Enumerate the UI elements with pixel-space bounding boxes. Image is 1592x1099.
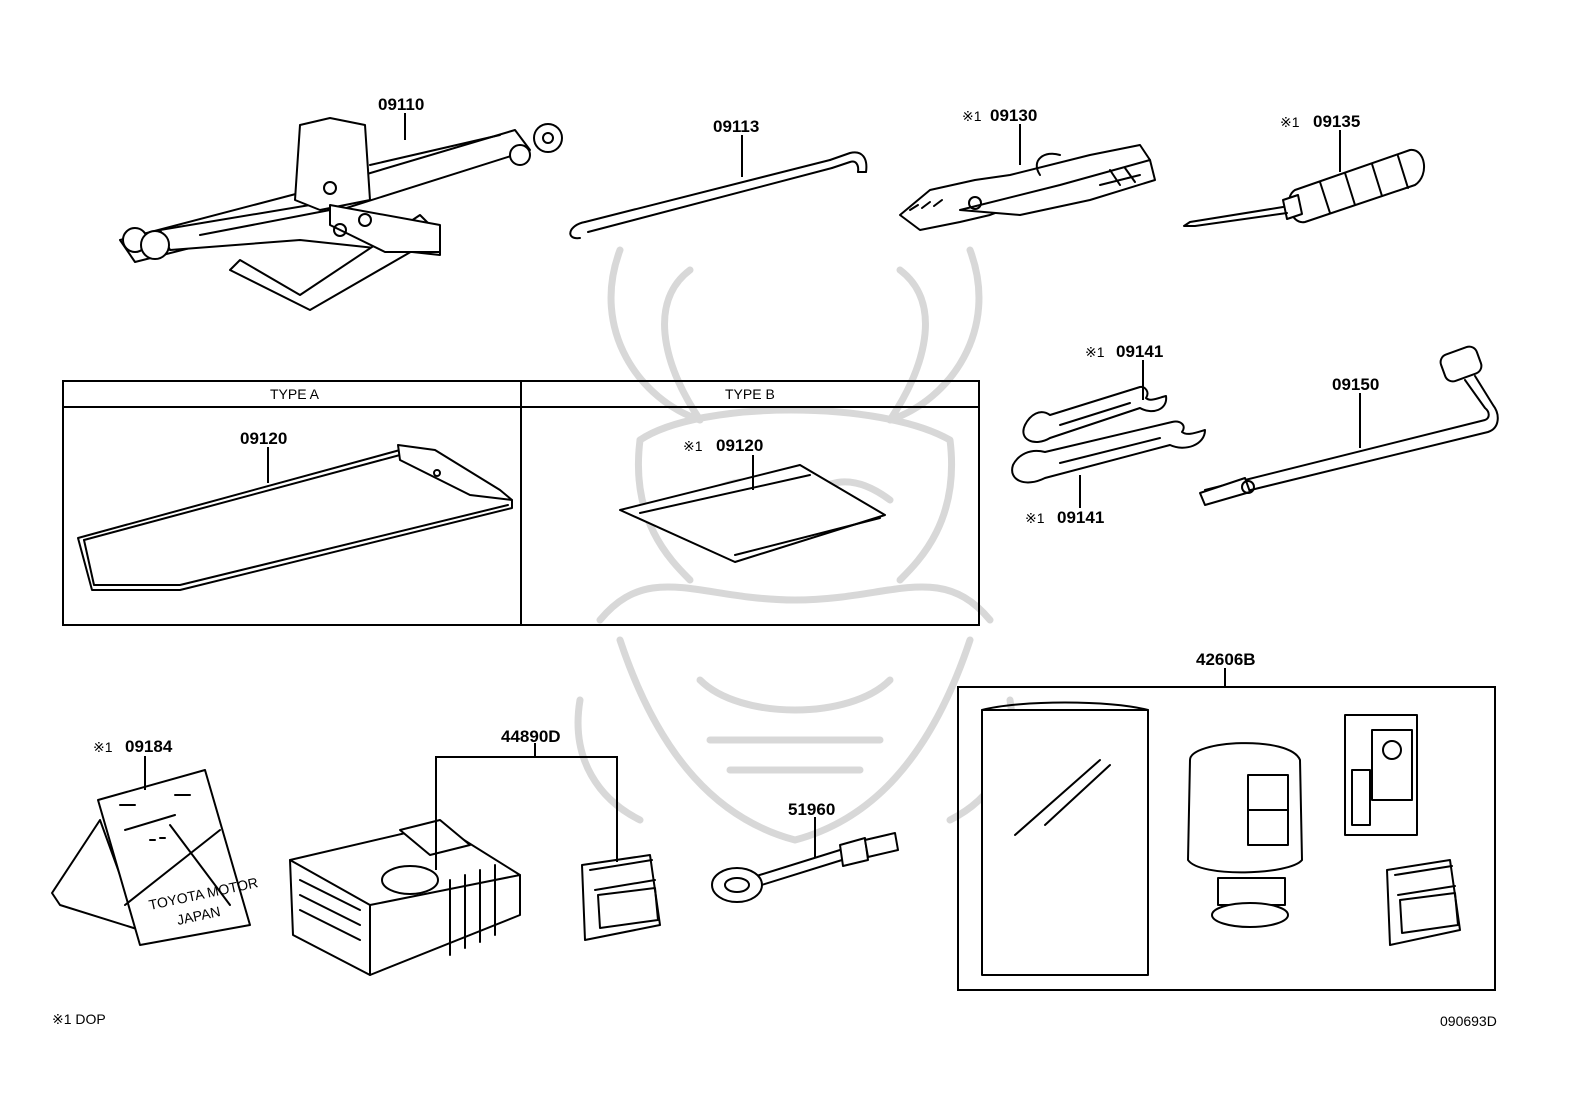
watermark-mask	[574, 246, 1016, 844]
sealant-bag	[981, 701, 1149, 976]
repair-kit-part-number: 42606B	[1196, 650, 1256, 669]
wrench-pair-illustration	[1011, 385, 1206, 484]
bag-type-table	[62, 380, 980, 626]
tool-bag-type-b	[619, 464, 886, 563]
lug-wrench-illustration	[1199, 345, 1499, 506]
wrench-bottom-dop-mark: ※1	[1025, 510, 1045, 526]
type-b-header: TYPE B	[725, 386, 775, 402]
pliers-dop-mark: ※1	[962, 108, 982, 124]
repair-kit-box	[957, 686, 1496, 991]
pliers-illustration	[899, 144, 1156, 231]
hook-illustration	[569, 151, 868, 240]
screwdriver-dop-mark: ※1	[1280, 114, 1300, 130]
compressor-kit-part-number: 44890D	[501, 727, 561, 746]
type-a-header: TYPE A	[270, 386, 320, 402]
manual-booklet-2	[1386, 859, 1461, 946]
jack-illustration	[119, 117, 563, 311]
eye-tool-illustration	[711, 832, 899, 903]
warning-plate-illustration	[51, 769, 251, 946]
wrench-top-part-number: 09141	[1116, 342, 1163, 361]
pliers-part-number: 09130	[990, 106, 1037, 125]
triangle-dop-mark: ※1	[93, 739, 113, 755]
wrench-top-dop-mark: ※1	[1085, 344, 1105, 360]
compressor-leader	[435, 756, 618, 870]
hook-part-number: 09113	[713, 117, 759, 136]
triangle-part-number: 09184	[125, 737, 173, 756]
bag-a-part-number: 09120	[240, 429, 287, 448]
jack-part-number: 09110	[378, 95, 424, 114]
diagram-code: 090693D	[1440, 1013, 1497, 1029]
dop-footnote: ※1 DOP	[52, 1011, 106, 1027]
bag-b-part-number: 09120	[716, 436, 763, 455]
wrench-bottom-part-number: 09141	[1057, 508, 1104, 527]
manual-booklet-1	[581, 854, 661, 941]
valve-core-card	[1344, 714, 1418, 836]
compressor-illustration	[289, 819, 521, 976]
tool-bag-type-a	[77, 444, 513, 591]
eye-tool-part-number: 51960	[788, 800, 835, 819]
lug-wrench-part-number: 09150	[1332, 375, 1379, 394]
screwdriver-part-number: 09135	[1313, 112, 1360, 131]
screwdriver-illustration	[1183, 148, 1425, 227]
bag-b-dop-mark: ※1	[683, 438, 703, 454]
sealant-bottle	[1187, 742, 1303, 928]
